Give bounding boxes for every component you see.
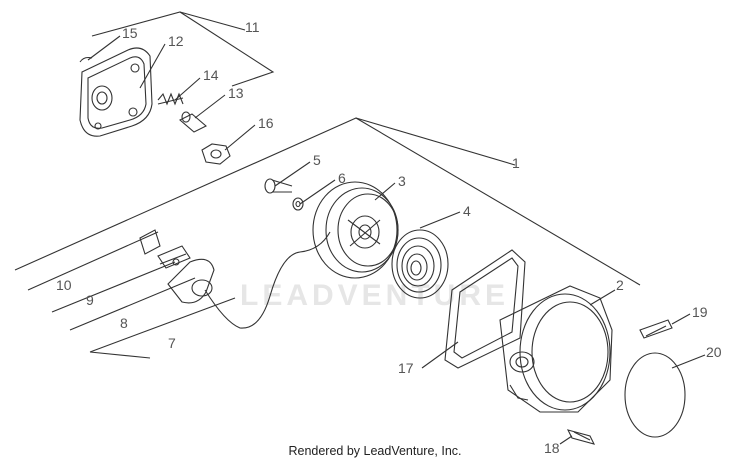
cover-plate-part [624,352,686,438]
callout-19: 19 [692,304,708,320]
callout-7: 7 [168,335,176,351]
callout-12: 12 [168,33,184,49]
leader-11 [179,11,246,31]
watermark-text: LEADVENTURE [240,279,509,312]
callout-3: 3 [398,173,406,189]
leader-1 [355,117,516,166]
leader-10 [27,231,159,291]
callout-9: 9 [86,292,94,308]
handle-part [167,258,215,304]
bolt-lower-part [566,429,596,445]
callout-8: 8 [120,315,128,331]
callout-15: 15 [122,25,138,41]
callout-6: 6 [338,170,346,186]
spring-part [157,92,184,106]
guide-7-base [89,351,151,359]
callout-5: 5 [313,152,321,168]
credit-text: Rendered by LeadVenture, Inc. [288,444,462,458]
bracket-11-outline [91,11,275,87]
gasket-part [444,249,526,369]
washer-part [292,197,304,211]
callout-4: 4 [463,203,471,219]
pulley-part [312,181,399,279]
pawl-part [139,229,161,255]
callout-13: 13 [228,85,244,101]
leader-9 [51,261,176,313]
callout-2: 2 [616,277,624,293]
leader-14 [174,77,201,101]
starter-housing-part [499,285,613,413]
cam-part [157,245,191,269]
leader-2 [589,289,616,306]
leader-6 [299,179,336,205]
leader-7 [89,297,236,353]
callout-1: 1 [512,155,520,171]
callout-14: 14 [203,67,219,83]
leader-3 [374,182,396,201]
bracket-1-outline [14,117,641,286]
leader-15 [87,35,121,61]
leader-17 [421,341,459,369]
callout-18: 18 [544,440,560,456]
leader-16 [224,124,256,151]
recoil-spring-part [391,229,449,299]
leader-19 [671,313,691,325]
leader-4 [419,211,461,229]
callout-20: 20 [706,344,722,360]
callout-10: 10 [56,277,72,293]
leader-20 [671,354,706,369]
screw-part [264,178,293,194]
callout-17: 17 [398,360,414,376]
leader-18 [559,435,573,445]
leader-12 [139,43,166,89]
callout-16: 16 [258,115,274,131]
leader-5 [274,161,311,187]
rope-part [204,231,331,329]
callout-11: 11 [245,19,260,35]
nut-part [201,143,231,165]
clip-part [79,56,93,63]
leader-13 [194,94,226,119]
bolt-upper-part [639,319,673,339]
leader-8 [69,277,196,331]
pin-part [179,111,207,133]
housing-cover-part [79,47,153,137]
